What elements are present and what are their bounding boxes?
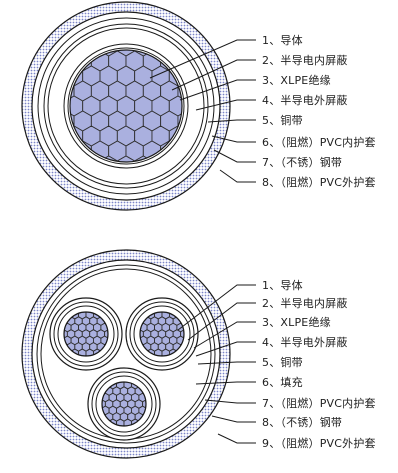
core-strand	[142, 399, 146, 409]
leader-lines-1	[149, 39, 256, 183]
label-inner-sheath-2: 7、（阻燃）PVC内护套	[262, 396, 376, 410]
label-filler-2: 6、填充	[262, 375, 303, 389]
label-copper-tape: 5、铜带	[262, 113, 303, 127]
conductor	[69, 49, 183, 163]
label-semicon-outer-2: 4、半导电外屏蔽	[262, 335, 348, 349]
cable-core	[125, 297, 199, 371]
label-steel-tape: 7、（不锈）钢带	[262, 156, 342, 169]
labels-2: 1、导体 2、半导电内屏蔽 3、XLPE绝缘 4、半导电外屏蔽 5、铜带 6、填…	[262, 278, 376, 450]
core-conductor	[63, 311, 109, 357]
cable-core	[49, 297, 123, 371]
label-xlpe-2: 3、XLPE绝缘	[262, 315, 331, 329]
three-cores	[49, 297, 199, 441]
three-core-cable: 1、导体 2、半导电内屏蔽 3、XLPE绝缘 4、半导电外屏蔽 5、铜带 6、填…	[21, 249, 376, 459]
label-inner-sheath: 6、（阻燃）PVC内护套	[262, 135, 376, 149]
labels-1: 1、导体 2、半导电内屏蔽 3、XLPE绝缘 4、半导电外屏蔽 5、铜带 6、（…	[262, 33, 376, 189]
cable-core	[87, 367, 161, 441]
single-core-cable: 1、导体 2、半导电内屏蔽 3、XLPE绝缘 4、半导电外屏蔽 5、铜带 6、（…	[21, 1, 376, 211]
label-semicon-inner: 2、半导电内屏蔽	[262, 53, 348, 67]
label-conductor-2: 1、导体	[262, 278, 303, 292]
label-semicon-inner-2: 2、半导电内屏蔽	[262, 296, 348, 310]
label-semicon-outer: 4、半导电外屏蔽	[262, 93, 348, 107]
label-xlpe: 3、XLPE绝缘	[262, 73, 331, 87]
core-conductor	[101, 381, 147, 427]
label-steel-tape-2: 8、（不锈）钢带	[262, 416, 342, 429]
core-strand	[104, 329, 108, 339]
core-conductor	[139, 311, 185, 357]
label-outer-sheath: 8、（阻燃）PVC外护套	[262, 175, 376, 189]
conductor-strand	[177, 110, 182, 132]
label-copper-tape-2: 5、铜带	[262, 355, 303, 369]
core-strand	[180, 329, 184, 339]
leader-lines-2	[177, 284, 256, 444]
label-conductor: 1、导体	[262, 33, 303, 47]
label-outer-sheath-2: 9、（阻燃）PVC外护套	[262, 436, 376, 450]
